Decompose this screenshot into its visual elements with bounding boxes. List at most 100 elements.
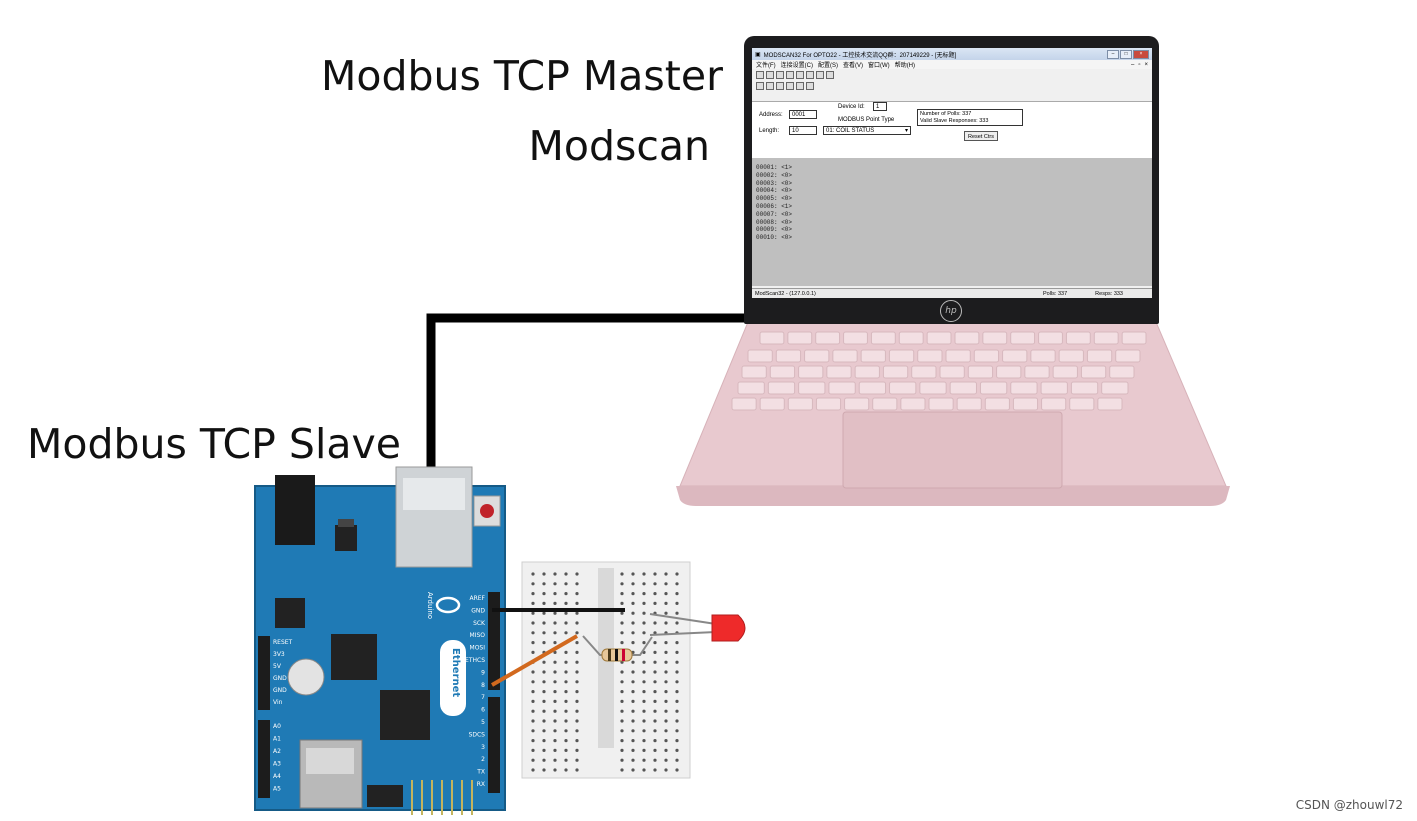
pin-label: 3V3 <box>273 651 285 658</box>
format-hex-icon[interactable] <box>776 81 784 90</box>
save-file-icon[interactable] <box>776 70 784 79</box>
keyboard-key <box>769 365 796 379</box>
keyboard-key <box>737 381 765 395</box>
device-id-field[interactable]: 1 <box>873 102 887 111</box>
inner-minimize-icon[interactable]: – <box>1131 61 1135 68</box>
menu-file[interactable]: 文件(F) <box>756 63 776 69</box>
breadboard-hole <box>575 709 579 713</box>
inner-restore-icon[interactable]: ▫ <box>1138 61 1141 68</box>
breadboard-hole <box>631 641 635 645</box>
chip-ethernet-controller <box>331 634 377 680</box>
help-icon[interactable] <box>826 70 834 79</box>
breadboard-hole <box>564 719 568 723</box>
breadboard-hole <box>531 748 535 753</box>
keyboard-key <box>870 331 896 345</box>
menu-view[interactable]: 查看(V) <box>843 63 864 69</box>
close-button[interactable]: × <box>1133 49 1149 59</box>
list-item[interactable]: 00001: <1> <box>756 164 793 171</box>
pin-label: RESET <box>273 639 293 646</box>
maximize-button[interactable]: □ <box>1120 49 1132 59</box>
list-item[interactable]: 00006: <1> <box>756 202 793 210</box>
list-item[interactable]: 00002: <0> <box>756 171 793 179</box>
breadboard-hole <box>642 709 646 713</box>
breadboard-hole <box>642 601 646 606</box>
minimize-button[interactable]: – <box>1107 49 1119 59</box>
breadboard-hole <box>620 641 624 645</box>
breadboard-hole <box>664 758 668 762</box>
breadboard-hole <box>675 729 679 733</box>
print-icon[interactable] <box>816 70 824 79</box>
menu-setup[interactable]: 配置(S) <box>818 63 839 69</box>
format-binary-icon[interactable] <box>756 81 764 90</box>
breadboard-hole <box>575 660 579 664</box>
breadboard-hole <box>653 748 657 753</box>
breadboard-hole <box>642 680 646 684</box>
breadboard-hole <box>675 660 679 664</box>
breadboard-hole <box>620 582 624 586</box>
keyboard-key <box>1069 397 1095 411</box>
new-file-icon[interactable] <box>756 70 764 79</box>
reset-counters-button[interactable]: Reset Ctrs <box>964 131 998 141</box>
breadboard-hole <box>531 699 535 704</box>
list-item[interactable]: 00009: <0> <box>756 226 793 234</box>
format-swap-icon[interactable] <box>796 81 804 90</box>
open-file-icon[interactable] <box>766 70 774 79</box>
breadboard-hole <box>620 621 624 625</box>
list-item[interactable]: 00007: <0> <box>756 210 793 218</box>
menu-window[interactable]: 窗口(W) <box>868 63 890 69</box>
tile-icon[interactable] <box>806 81 814 90</box>
breadboard-hole <box>675 768 679 772</box>
breadboard-hole <box>642 768 646 772</box>
breadboard-hole <box>675 680 679 684</box>
display-icon[interactable] <box>806 70 814 79</box>
breadboard-hole <box>620 601 624 606</box>
breadboard-hole <box>553 680 557 684</box>
pin-label: A2 <box>273 748 281 755</box>
breadboard-hole <box>631 709 635 713</box>
breadboard-hole <box>564 709 568 713</box>
breadboard-hole <box>664 729 668 733</box>
breadboard-hole <box>642 690 646 694</box>
breadboard-hole <box>631 601 635 606</box>
breadboard-hole <box>631 611 635 615</box>
list-item[interactable]: 00003: <0> <box>756 179 793 187</box>
address-field[interactable]: 0001 <box>789 110 817 119</box>
pin-label: MISO <box>470 632 486 639</box>
menu-connection[interactable]: 连接设置(C) <box>780 63 814 69</box>
list-item[interactable]: 00004: <0> <box>756 187 793 195</box>
format-decimal-icon[interactable] <box>766 81 774 90</box>
breadboard-hole <box>642 670 646 674</box>
breadboard-hole <box>531 670 535 674</box>
breadboard-hole <box>575 650 579 655</box>
coil-list: 00001: <1> 00002: <0> 00003: <0> 00004: … <box>752 158 1152 242</box>
breadboard-hole <box>553 719 557 723</box>
laptop-keys <box>731 331 1147 411</box>
list-item[interactable]: 00008: <0> <box>756 218 793 226</box>
hp-logo: hp <box>940 300 962 322</box>
inner-close-icon[interactable]: × <box>1144 61 1148 68</box>
list-item[interactable]: 00010: <0> <box>756 234 793 242</box>
breadboard-hole <box>620 670 624 674</box>
breadboard-hole <box>642 631 646 635</box>
keyboard-key <box>844 397 870 411</box>
disconnect-icon[interactable] <box>796 70 804 79</box>
breadboard-hole <box>642 582 646 586</box>
breadboard-hole <box>664 621 668 625</box>
menu-help[interactable]: 帮助(H) <box>894 63 916 69</box>
pin-label: GND <box>471 607 485 614</box>
breadboard-hole <box>553 641 557 645</box>
breadboard-hole <box>653 690 657 694</box>
keyboard-key <box>1052 365 1078 379</box>
breadboard-hole <box>575 758 579 762</box>
point-type-select[interactable]: 01: COIL STATUS ▾ <box>823 126 911 135</box>
breadboard-hole <box>642 621 646 625</box>
breadboard-hole <box>653 660 657 664</box>
breadboard-hole <box>653 719 657 723</box>
list-item[interactable]: 00005: <0> <box>756 195 793 203</box>
pin-label: SDCS <box>469 731 486 738</box>
address-label: Address: <box>759 112 783 118</box>
format-float-icon[interactable] <box>786 81 794 90</box>
length-field[interactable]: 10 <box>789 126 817 135</box>
connect-icon[interactable] <box>786 70 794 79</box>
breadboard-hole <box>664 592 668 596</box>
